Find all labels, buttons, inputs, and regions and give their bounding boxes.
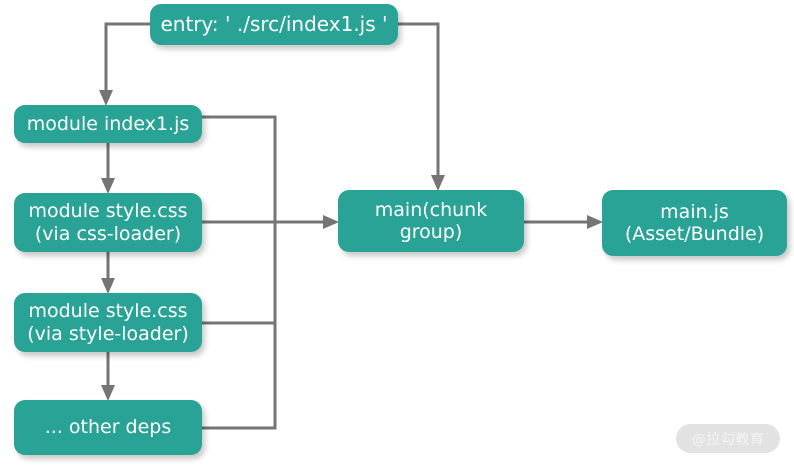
arrowhead-entry-to-chunkgroup: [431, 175, 445, 191]
arrowhead-index-to-cssloader: [101, 178, 115, 194]
edge-index-to-bus: [202, 115, 277, 222]
node-main-js-asset-bundle[interactable]: main.js (Asset/Bundle): [602, 190, 787, 256]
node-entry-label: entry: ' ./src/index1.js ': [160, 11, 388, 36]
watermark-badge: @拉勾教育: [676, 424, 780, 453]
arrowhead-chunkgroup-to-mainjs: [587, 215, 603, 229]
arrowhead-styleloader-to-otherdeps: [101, 385, 115, 401]
node-entry[interactable]: entry: ' ./src/index1.js ': [150, 4, 398, 45]
node-other-deps-label: ... other deps: [44, 416, 172, 439]
node-other-deps[interactable]: ... other deps: [14, 400, 202, 455]
node-main-js-asset-bundle-label: main.js (Asset/Bundle): [624, 200, 765, 245]
node-module-style-css-loader-label: module style.css (via css-loader): [28, 200, 188, 245]
edge-entry-to-index: [104, 22, 150, 96]
watermark-text: @拉勾教育: [691, 431, 765, 448]
edge-entry-to-chunkgroup: [398, 22, 440, 181]
arrowhead-cssloader-to-styleloader: [101, 278, 115, 294]
node-main-chunk-group-label: main(chunk group): [374, 198, 488, 243]
node-main-chunk-group[interactable]: main(chunk group): [338, 190, 524, 252]
arrowhead-entry-to-index: [99, 90, 113, 106]
edge-otherdeps-to-bus: [202, 222, 277, 430]
node-module-index1-label: module index1.js: [26, 112, 190, 135]
node-module-style-css-loader[interactable]: module style.css (via css-loader): [14, 193, 202, 252]
node-module-index1[interactable]: module index1.js: [14, 105, 202, 143]
node-module-style-style-loader-label: module style.css (via style-loader): [27, 300, 189, 345]
arrowhead-bus-to-chunkgroup: [323, 215, 339, 229]
node-module-style-style-loader[interactable]: module style.css (via style-loader): [14, 293, 202, 352]
